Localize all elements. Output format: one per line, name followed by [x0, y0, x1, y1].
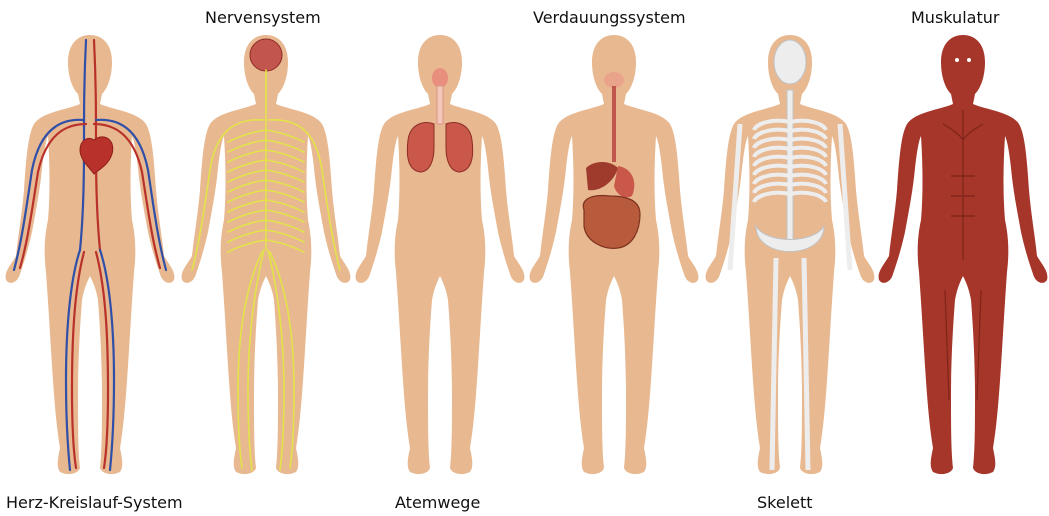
body-silhouette: [6, 35, 175, 474]
label-muscles: Muskulatur: [911, 8, 999, 27]
label-respiratory: Atemwege: [395, 493, 480, 512]
esophagus: [612, 86, 616, 162]
larynx: [432, 68, 448, 88]
label-skeleton: Skelett: [757, 493, 813, 512]
eye: [955, 58, 959, 62]
circulatory-figure: [6, 35, 175, 474]
skull: [774, 40, 806, 84]
label-nervous: Nervensystem: [205, 8, 321, 27]
respiratory-figure: [356, 35, 525, 474]
brain: [250, 39, 282, 71]
label-digestive: Verdauungssystem: [533, 8, 686, 27]
mouth-pharynx: [604, 72, 624, 88]
nervous-figure: [182, 35, 351, 474]
digestive-figure: [530, 35, 699, 474]
muscles-figure: [879, 35, 1048, 474]
eye: [967, 58, 971, 62]
label-circulatory: Herz-Kreislauf-System: [6, 493, 183, 512]
right-lung: [446, 123, 473, 172]
intestines: [583, 196, 640, 249]
spine: [787, 90, 793, 248]
trachea: [437, 86, 443, 124]
skeleton-figure: [706, 35, 875, 474]
left-lung: [407, 123, 434, 172]
